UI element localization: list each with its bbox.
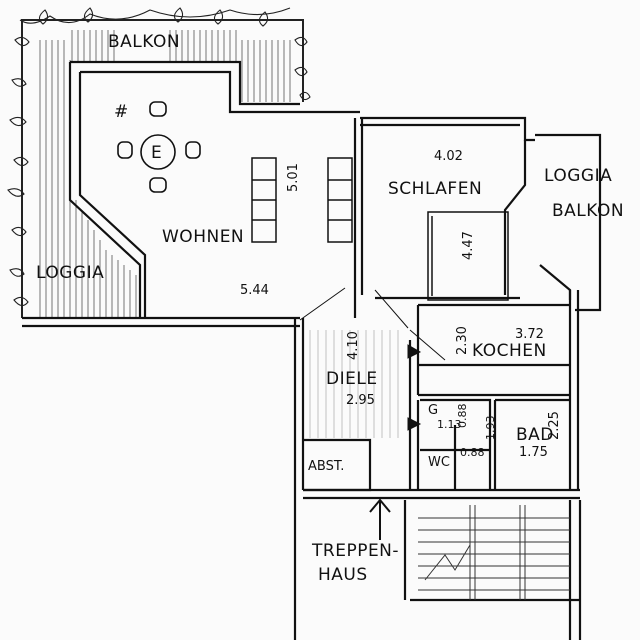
dim-schlafen-h: 4.47 [461, 231, 476, 260]
dim-bad-h: 2.25 [547, 411, 562, 440]
dim-kochen-w: 3.72 [515, 327, 544, 342]
label-bad: BAD [516, 425, 554, 445]
label-diele: DIELE [326, 369, 378, 389]
label-wohnen: WOHNEN [162, 227, 244, 247]
label-kochen: KOCHEN [472, 341, 547, 361]
hash-mark: # [114, 102, 129, 122]
label-haus: HAUS [318, 565, 368, 585]
staircase [418, 505, 570, 600]
shelf-units [251, 157, 353, 243]
label-schlafen: SCHLAFEN [388, 179, 482, 199]
walls [22, 60, 602, 640]
dim-schlafen-w: 4.02 [434, 149, 463, 164]
diele-floor-hatch [309, 330, 399, 438]
bed [427, 211, 509, 301]
label-loggia-right: LOGGIA [544, 166, 612, 186]
dim-bad-w: 1.75 [519, 445, 548, 460]
dimension-labels: 5.44 5.01 4.02 4.47 3.72 2.30 2.95 4.10 … [240, 149, 562, 460]
label-treppen: TREPPEN- [311, 541, 399, 561]
label-loggia-left: LOGGIA [36, 263, 104, 283]
dim-diele-h: 4.10 [346, 331, 361, 360]
plant-decoration [7, 7, 311, 307]
dim-g-h: 0.88 [456, 404, 469, 429]
dining-table [117, 101, 201, 193]
balkon-loggia-area [21, 19, 304, 318]
label-g: G [428, 403, 438, 418]
dim-wc-w: 0.88 [460, 446, 485, 459]
dim-kochen-h: 2.30 [455, 326, 470, 355]
label-abst: ABST. [308, 459, 344, 474]
door-marks [299, 287, 446, 540]
dim-wc-h: 1.93 [484, 416, 497, 441]
dim-wohnen-w: 5.44 [240, 283, 269, 298]
table-label: E [151, 143, 162, 163]
dim-diele-w: 2.95 [346, 393, 375, 408]
dim-g-w: 1.13 [437, 418, 462, 431]
room-labels: BALKON LOGGIA WOHNEN SCHLAFEN LOGGIA BAL… [36, 32, 624, 585]
dim-wohnen-h: 5.01 [286, 163, 301, 192]
label-balkon-right: BALKON [552, 201, 624, 221]
label-wc: WC [428, 455, 450, 470]
label-balkon: BALKON [108, 32, 180, 52]
